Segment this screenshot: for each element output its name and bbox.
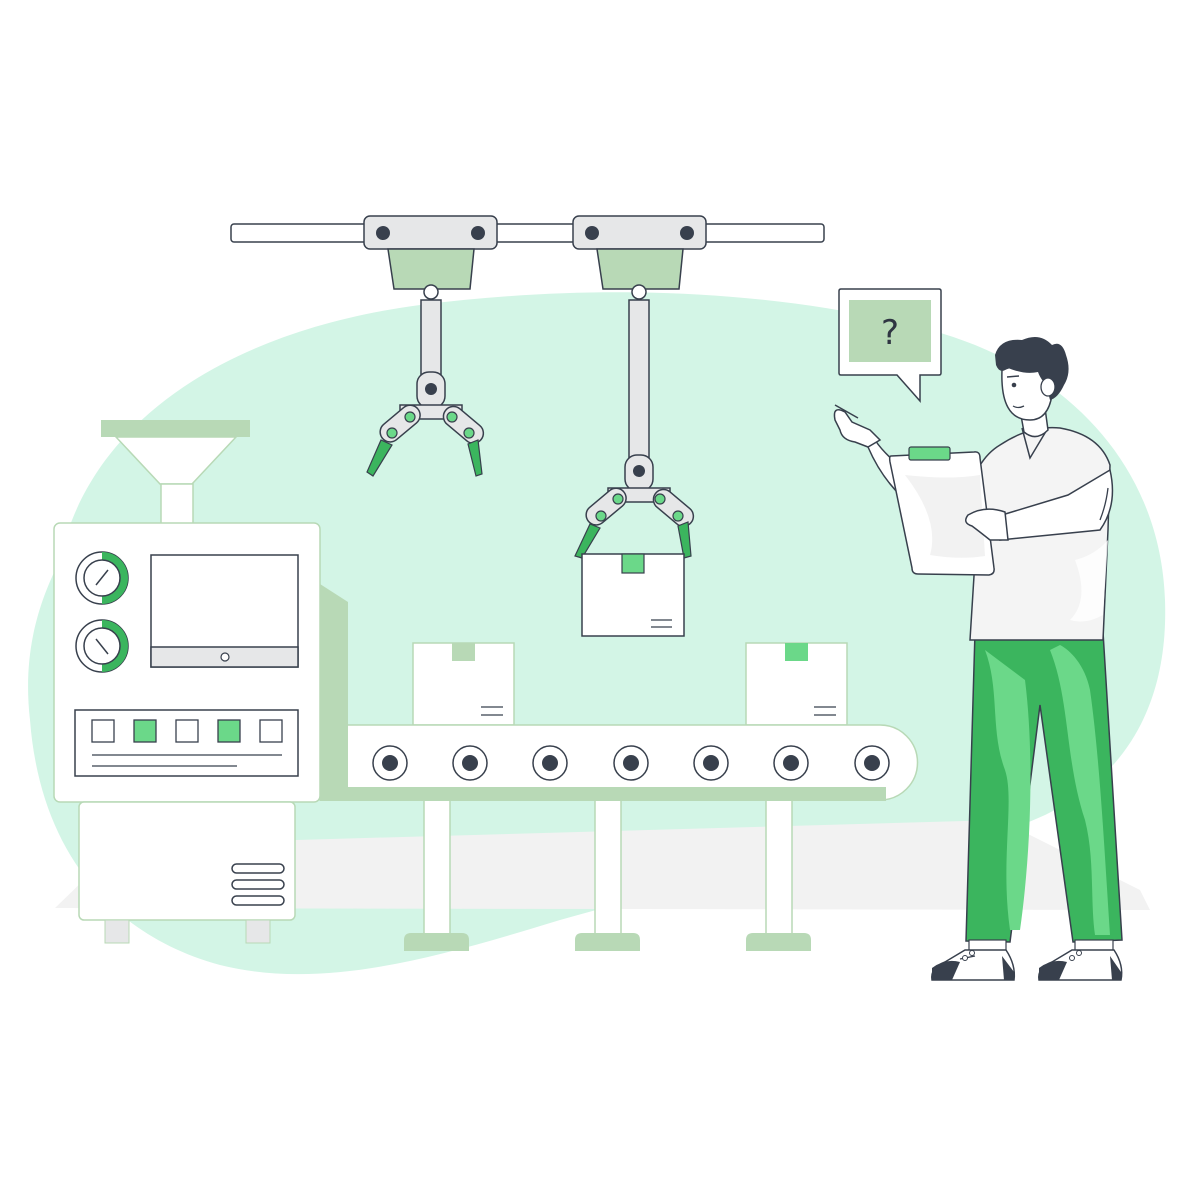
gauge-icon <box>75 551 129 605</box>
speech-bubble: ? <box>838 288 942 403</box>
robot-arm-left <box>363 215 498 477</box>
gauge-icon <box>75 619 129 673</box>
box-on-conveyor-left <box>412 642 515 726</box>
robot-arm-right <box>572 215 707 637</box>
question-mark-icon: ? <box>881 313 899 353</box>
vent-slots <box>231 863 285 906</box>
box-on-conveyor-right <box>745 642 848 726</box>
shoe-right <box>1038 949 1123 981</box>
control-panel <box>74 709 299 777</box>
conveyor-rollers <box>372 745 890 781</box>
conveyor-belt <box>319 724 919 801</box>
person-inspector <box>833 336 1123 981</box>
machine-screen <box>150 554 299 668</box>
shoe-left <box>931 949 1016 981</box>
overhead-rail <box>230 223 825 243</box>
clipboard-icon <box>888 446 995 576</box>
conveyor-legs <box>404 799 811 951</box>
machine <box>53 420 348 944</box>
